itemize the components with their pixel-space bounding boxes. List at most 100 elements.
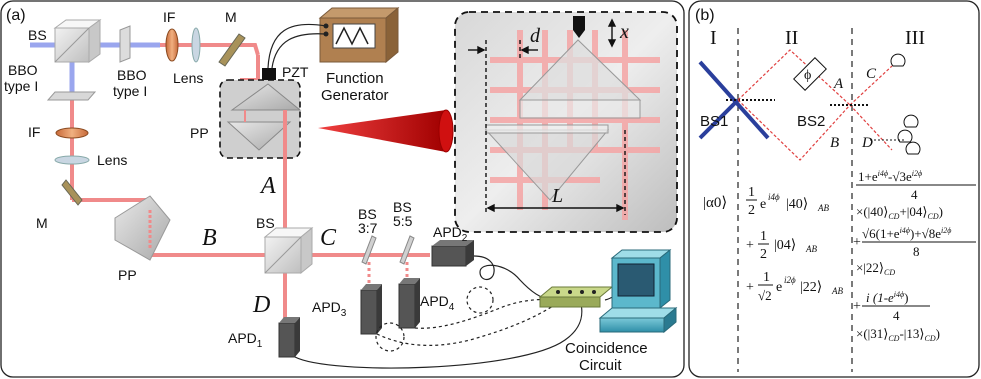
apd3-detector	[360, 284, 382, 335]
col3-term-1: 1+ei4ϕ-√3ei2ϕ 4 ×(|40⟩CD+|04⟩CD)	[856, 169, 976, 221]
coincidence-label-1: Coincidence	[565, 340, 648, 357]
pzt-label: PZT	[282, 64, 309, 80]
lens-left	[54, 155, 90, 165]
svg-text:+: +	[746, 238, 754, 253]
svg-text:|40⟩: |40⟩	[786, 197, 808, 212]
apd4-label: APD4	[420, 293, 455, 313]
bbo-left-label-2: type I	[4, 78, 38, 94]
phase-label: ϕ	[804, 68, 811, 83]
svg-text:×(|40⟩CD+|04⟩CD): ×(|40⟩CD+|04⟩CD)	[856, 204, 943, 221]
lens-top-label: Lens	[173, 70, 203, 86]
inset-dimensions	[468, 18, 626, 215]
col3-term-2: + √6(1+ei4ϕ)+√8ei2ϕ 8 ×|22⟩CD	[853, 226, 976, 277]
bbo-crystal-top	[119, 25, 131, 63]
svg-text:AB: AB	[817, 203, 829, 213]
panel-b-tag: (b)	[695, 7, 715, 24]
svg-text:8: 8	[913, 244, 920, 259]
fg-cable	[267, 23, 327, 69]
bs55-label-1: BS	[393, 199, 412, 215]
apd1-detector	[278, 317, 300, 358]
bbo-top-label-1: BBO	[117, 67, 147, 83]
svg-text:|22⟩: |22⟩	[800, 280, 822, 295]
bs55-label-2: 5:5	[393, 213, 413, 229]
function-generator-label-2: Generator	[321, 87, 389, 104]
coincidence-circuit-box	[538, 286, 614, 308]
panel-a-tag: (a)	[6, 7, 26, 24]
interference-filter-left	[55, 127, 89, 139]
coincidence-label-2: Circuit	[579, 357, 622, 374]
inset-x-label: x	[619, 21, 629, 43]
beam-splitter-55	[399, 235, 415, 290]
beam-splitter-top	[53, 19, 102, 63]
region-label-3: III	[905, 27, 925, 49]
mirror-left	[61, 179, 83, 206]
if-left-label: IF	[28, 124, 40, 140]
bs1-element	[698, 60, 775, 140]
svg-text:4: 4	[893, 308, 900, 323]
if-top-label: IF	[163, 9, 175, 25]
svg-text:4: 4	[911, 187, 918, 202]
pp-left-prism	[114, 195, 171, 261]
apd2-label: APD2	[433, 224, 468, 244]
inset-prisms	[484, 39, 642, 201]
bs37-label-1: BS	[358, 206, 377, 222]
svg-text:1: 1	[760, 229, 767, 244]
svg-text:1+ei4ϕ-√3ei2ϕ: 1+ei4ϕ-√3ei2ϕ	[858, 169, 922, 184]
panel-b-frame	[688, 0, 980, 378]
svg-text:AB: AB	[805, 244, 817, 254]
inset-d-label: d	[530, 25, 541, 47]
apd2-detector	[431, 240, 474, 267]
svg-text:AB: AB	[831, 286, 843, 296]
svg-text:√2: √2	[758, 288, 772, 303]
region-label-1: I	[710, 27, 717, 49]
function-generator-label-1: Function	[326, 70, 384, 87]
bs1-label: BS1	[700, 113, 728, 130]
panel-a-frame	[0, 0, 685, 378]
lens-left-label: Lens	[97, 152, 127, 168]
svg-text:1: 1	[748, 185, 755, 200]
svg-text:×(|31⟩CD-|13⟩CD): ×(|31⟩CD-|13⟩CD)	[856, 326, 940, 343]
beam-left-lower	[73, 195, 150, 202]
inset-pzt	[573, 16, 585, 30]
panel-b-detectors	[870, 53, 921, 155]
svg-text:e: e	[760, 197, 766, 212]
phase-shifter	[793, 57, 827, 91]
region-dividers	[737, 28, 853, 372]
bbo-top-label-2: type I	[113, 83, 147, 99]
beam-splitter-center	[263, 226, 314, 275]
panel-b-mode-b: B	[830, 135, 839, 151]
region-label-2: II	[785, 27, 798, 49]
inset-pzt-tip	[573, 30, 585, 38]
svg-text:1: 1	[763, 270, 770, 285]
bs-top-label: BS	[28, 27, 47, 43]
pp-left-label: PP	[118, 267, 137, 283]
bs-center-label: BS	[256, 215, 275, 231]
col2-term-1: 1 2 e i4ϕ |40⟩ AB	[746, 185, 829, 218]
mode-label-a: A	[259, 173, 276, 199]
svg-text:i4ϕ: i4ϕ	[768, 192, 780, 202]
mirror-left-label: M	[36, 215, 48, 231]
interferometer-paths	[737, 49, 893, 161]
apd4-detector	[398, 278, 420, 329]
svg-text:+: +	[746, 280, 754, 295]
svg-text:e: e	[776, 280, 782, 295]
svg-text:2: 2	[760, 247, 767, 262]
bbo-left-label-1: BBO	[8, 62, 38, 78]
zoom-cone	[318, 109, 454, 153]
apd1-label: APD1	[228, 330, 263, 350]
bbo-crystal-left	[46, 91, 97, 101]
function-generator	[318, 6, 400, 64]
input-state: |α0⟩	[703, 195, 727, 211]
inset-L-label: L	[551, 185, 563, 207]
col2-term-3: + 1 √2 e i2ϕ |22⟩ AB	[746, 270, 843, 303]
col3-term-3: + i (1-ei4ϕ) 4 ×(|31⟩CD-|13⟩CD)	[853, 290, 940, 343]
svg-text:+: +	[853, 235, 861, 250]
panel-b-mode-c: C	[866, 66, 877, 82]
computer-icon	[598, 248, 678, 334]
svg-text:2: 2	[748, 203, 755, 218]
bs2-label: BS2	[797, 113, 825, 130]
svg-text:+: +	[853, 299, 861, 314]
svg-text:i (1-ei4ϕ): i (1-ei4ϕ)	[866, 290, 909, 305]
pp-top-label: PP	[190, 125, 209, 141]
